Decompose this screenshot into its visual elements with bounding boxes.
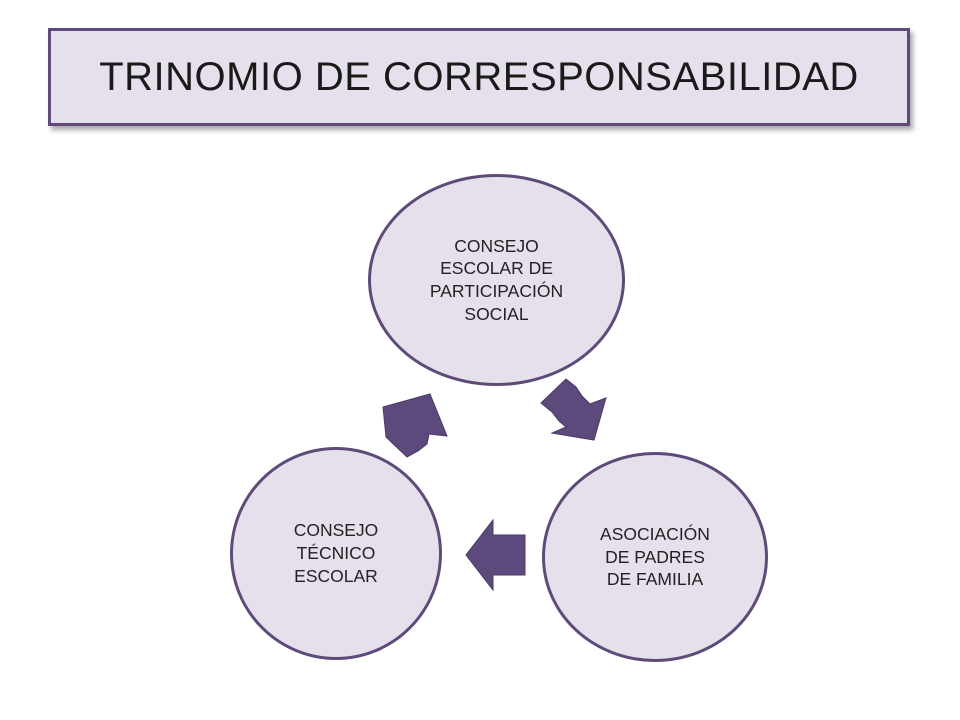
arrow-left-to-top-icon [382,393,448,458]
title-box: TRINOMIO DE CORRESPONSABILIDAD [48,28,910,126]
node-asociacion-padres-familia: ASOCIACIÓN DE PADRES DE FAMILIA [542,452,768,662]
arrow-top-to-right-icon [540,378,607,441]
arrow-right-to-left-icon [465,518,526,592]
node-label-right: ASOCIACIÓN DE PADRES DE FAMILIA [600,523,710,590]
node-consejo-escolar-participacion-social: CONSEJO ESCOLAR DE PARTICIPACIÓN SOCIAL [368,174,625,386]
node-label-top: CONSEJO ESCOLAR DE PARTICIPACIÓN SOCIAL [429,235,564,324]
page-title: TRINOMIO DE CORRESPONSABILIDAD [99,54,859,99]
node-label-left: CONSEJO TÉCNICO ESCOLAR [293,520,379,586]
node-consejo-tecnico-escolar: CONSEJO TÉCNICO ESCOLAR [230,447,442,660]
